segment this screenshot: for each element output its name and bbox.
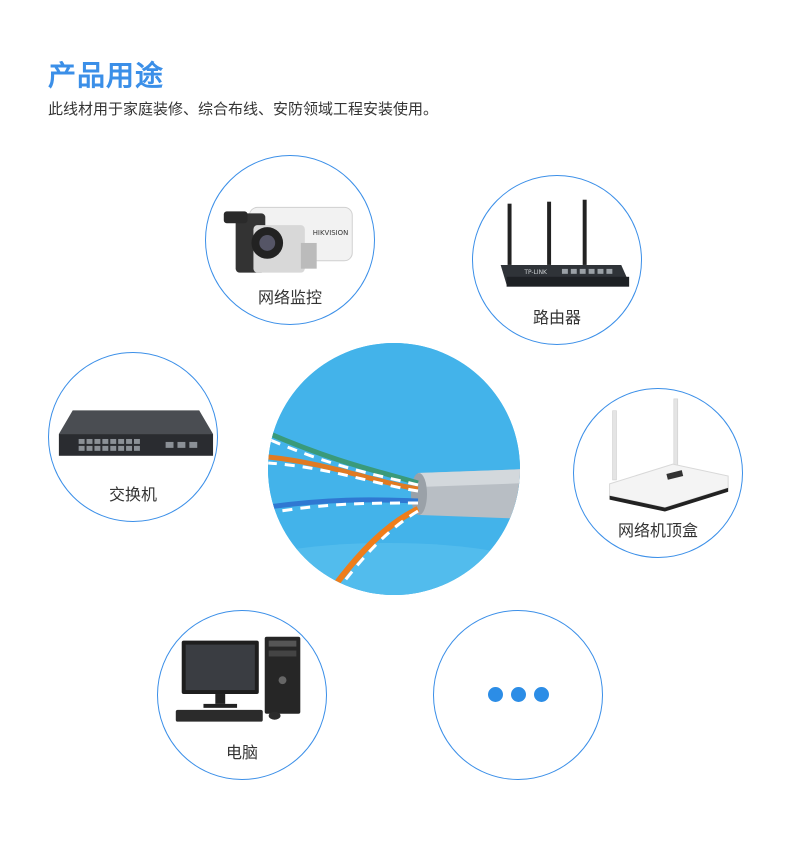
use-item-router: TP-LINK 路由器 (472, 175, 642, 345)
use-item-computer: 电脑 (157, 610, 327, 780)
section-title: 产品用途 (48, 59, 165, 92)
router-brand-text: TP-LINK (523, 270, 547, 276)
set-top-box-icon (609, 398, 729, 512)
dot (510, 687, 526, 702)
use-label-router: 路由器 (532, 308, 581, 327)
more-dots-icon (434, 687, 602, 706)
use-item-more (433, 610, 603, 780)
network-switch-icon (58, 410, 214, 456)
use-item-switch: 交换机 (48, 352, 218, 522)
use-label-switch: 交换机 (108, 485, 157, 504)
camera-brand-text: HIKVISION (313, 229, 349, 237)
use-label-camera: 网络监控 (257, 288, 322, 307)
section-subtitle: 此线材用于家庭装修、综合布线、安防领域工程安装使用。 (48, 100, 439, 118)
desktop-computer-icon (175, 636, 301, 722)
use-label-settop-box: 网络机顶盒 (617, 521, 698, 540)
cable-photo (268, 343, 520, 595)
dot (487, 687, 503, 702)
dot (533, 687, 549, 702)
use-item-camera: HIKVISION 网络监控 (205, 155, 375, 325)
router-icon: TP-LINK (500, 199, 630, 287)
security-camera-icon: HIKVISION (223, 206, 353, 273)
use-label-computer: 电脑 (225, 743, 258, 762)
use-item-settop-box: 网络机顶盒 (573, 388, 743, 558)
network-cable-icon (268, 343, 520, 595)
